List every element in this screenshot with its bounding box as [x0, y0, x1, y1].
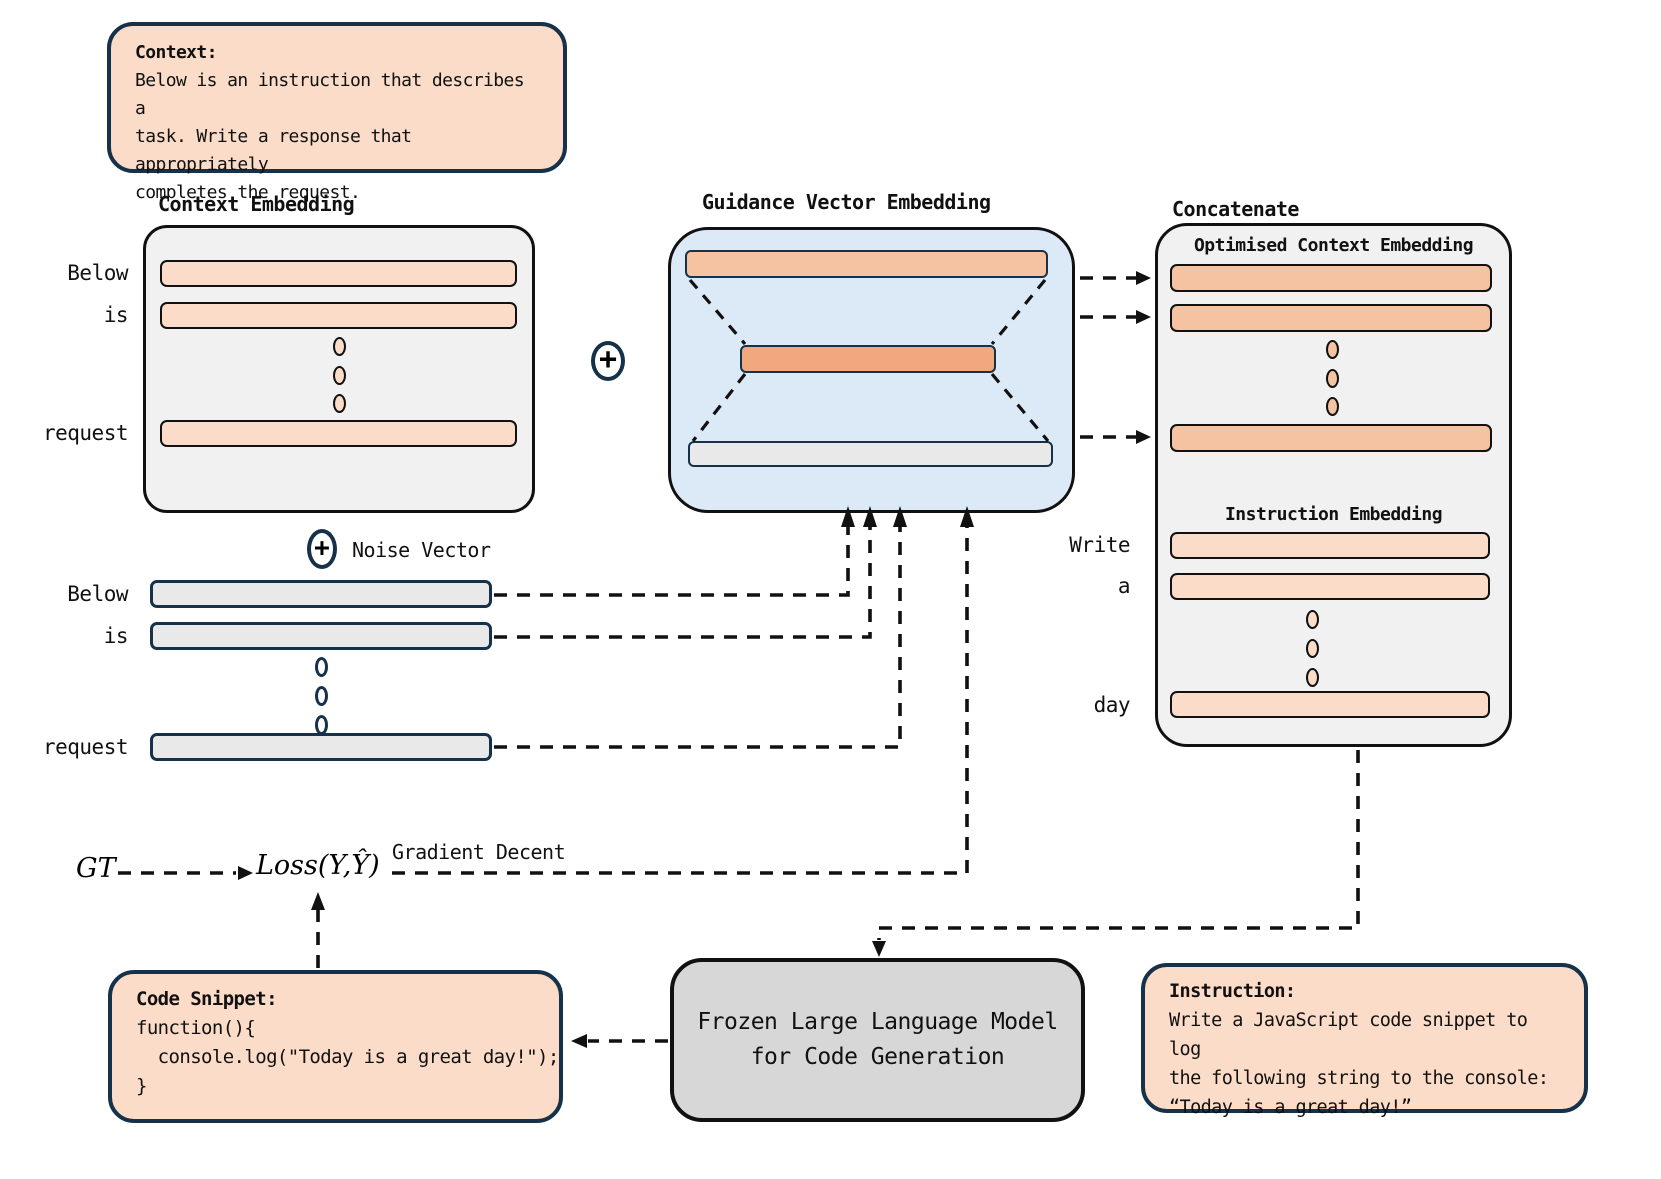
gradient-descent-connector [392, 527, 969, 875]
instruction-embedding-bar [1170, 573, 1490, 600]
noise-plus-operator-icon: + [307, 529, 337, 569]
instruction-box-line: “Today is a great day!” [1169, 1097, 1412, 1118]
arrowhead-right [1136, 430, 1151, 444]
frozen-llm-line: for Code Generation [750, 1044, 1005, 1070]
noise-connector [494, 527, 902, 749]
token-label-a: a [1117, 574, 1131, 598]
gradient-descent-label: Gradient Decent [392, 840, 566, 864]
ellipsis-dot [315, 657, 328, 677]
ellipsis-dot [333, 366, 346, 385]
ellipsis-dot [1326, 397, 1339, 416]
instruction-embedding-bar [1170, 532, 1490, 559]
token-label-is: is [103, 303, 129, 327]
context-box-line: task. Write a response that appropriatel… [135, 126, 412, 175]
token-label-day: day [1093, 693, 1131, 717]
arrowhead-up [311, 892, 325, 910]
ellipsis-dot [1306, 668, 1319, 687]
noise-connector [494, 527, 872, 639]
guidance-top-bar [685, 250, 1048, 278]
arrowhead-down [872, 941, 886, 957]
instruction-box-line: Write a JavaScript code snippet to log [1169, 1010, 1528, 1060]
instruction-box-line: the following string to the console: [1169, 1068, 1549, 1089]
ellipsis-dot [333, 337, 346, 356]
token-label-is: is [103, 624, 129, 648]
arrowhead-left [571, 1034, 587, 1048]
context-box: Context: Below is an instruction that de… [107, 22, 567, 203]
code-line: console.log("Today is a great day!"); [136, 1046, 560, 1068]
token-label-write: Write [1069, 533, 1130, 557]
loss-function-label: Loss(Y,Ŷ) [256, 850, 380, 881]
context-embedding-bar [160, 302, 517, 329]
context-box-title: Context: [135, 42, 218, 63]
guidance-bottom-bar [688, 441, 1053, 467]
frozen-llm-box: Frozen Large Language Model for Code Gen… [670, 958, 1085, 1122]
token-label-request: request [42, 735, 129, 759]
optimised-embedding-bar [1170, 304, 1492, 332]
context-embedding-title: Context Embedding [158, 192, 355, 216]
ellipsis-dot [315, 686, 328, 706]
plus-operator-icon: + [591, 341, 625, 381]
arrowhead-right [238, 866, 253, 880]
noised-embedding-bar [150, 580, 492, 608]
ground-truth-label: GT [76, 853, 116, 884]
guidance-title: Guidance Vector Embedding [702, 190, 991, 214]
ellipsis-dot [1326, 369, 1339, 388]
ellipsis-dot [1306, 610, 1319, 629]
code-line: function(){ [136, 1017, 256, 1039]
ellipsis-dot [333, 394, 346, 413]
instruction-embedding-bar [1170, 691, 1490, 718]
concat-to-llm-connector [877, 750, 1360, 940]
context-box-line: completes the request. [135, 182, 361, 203]
token-label-request: request [42, 421, 129, 445]
optimised-embedding-bar [1170, 264, 1492, 292]
instruction-box: Instruction: Write a JavaScript code sni… [1141, 963, 1588, 1118]
concatenate-box: Optimised Context Embedding Instruction … [1155, 223, 1512, 747]
noised-embedding-bar [150, 622, 492, 650]
instruction-box-title: Instruction: [1169, 981, 1296, 1002]
arrowhead-right [1136, 271, 1151, 285]
token-label-below: Below [67, 582, 128, 606]
arrowhead-right [1136, 310, 1151, 324]
noise-vector-label: Noise Vector [352, 538, 491, 562]
concatenate-title: Concatenate [1172, 197, 1299, 221]
token-label-below: Below [67, 261, 128, 285]
optimised-embedding-bar [1170, 424, 1492, 452]
context-embedding-bar [160, 260, 517, 287]
code-line: } [136, 1075, 147, 1097]
context-embedding-bar [160, 420, 517, 447]
optimised-context-embedding-heading: Optimised Context Embedding [1193, 235, 1474, 256]
ellipsis-dot [1326, 340, 1339, 359]
code-snippet-box: Code Snippet: function(){ console.log("T… [108, 970, 563, 1123]
ellipsis-dot [1306, 639, 1319, 658]
ellipsis-dot [315, 715, 328, 735]
frozen-llm-line: Frozen Large Language Model [697, 1009, 1058, 1035]
instruction-embedding-heading: Instruction Embedding [1224, 504, 1443, 525]
guidance-vector-bar [740, 345, 996, 373]
code-snippet-title: Code Snippet: [136, 988, 278, 1010]
noise-connector [494, 527, 850, 597]
noised-embedding-bar [150, 733, 492, 761]
context-box-line: Below is an instruction that describes a [135, 70, 525, 119]
